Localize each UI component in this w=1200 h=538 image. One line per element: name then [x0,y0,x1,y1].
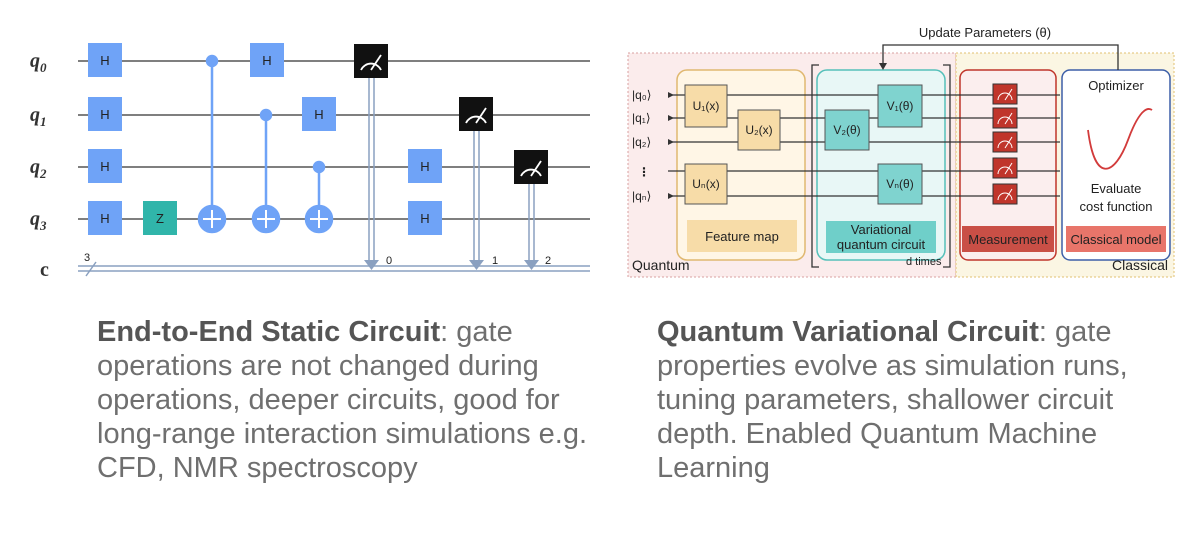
classical-slash [85,261,97,277]
vn-gate: Vₙ(θ) [877,163,923,205]
classical-model-box [1061,69,1171,261]
u2-gate: U₂(x) [737,109,781,151]
measure-gate: 2 [514,150,551,270]
svg-text:H: H [100,53,109,68]
cnot-gate [251,108,281,234]
update-arrow-head [879,63,887,70]
svg-text:Vₙ(θ): Vₙ(θ) [886,177,913,191]
qubit-wires [78,60,590,220]
svg-text:H: H [314,107,323,122]
ket-q0: |q₀⟩ [632,88,651,102]
static-circuit-diagram: 3 q0 q1 q2 q3 c H H H H Z H H [0,0,600,300]
evaluate-label-line2: cost function [1080,199,1153,214]
ket-ellipsis: ⋮ [638,165,650,179]
ket-q2: |q₂⟩ [632,135,651,149]
measure-gate: 0 [354,44,392,270]
vqc-bracket-left [811,64,819,268]
ket-q1: |q₁⟩ [632,111,651,125]
meter-icon [992,157,1018,179]
measurement-label-box [962,226,1054,252]
h-gate: H [250,43,284,77]
measure-gate: 1 [459,97,498,270]
u1-gate: U₁(x) [684,84,728,128]
cnot-gate [304,160,334,234]
h-gate: H [88,97,122,131]
update-parameters-label: Update Parameters (θ) [919,25,1051,40]
un-gate: Uₙ(x) [684,163,728,205]
classical-region-label: Classical [1112,257,1168,273]
cost-curve [1087,108,1153,170]
vqc-label-line2: quantum circuit [837,237,926,252]
svg-text:1: 1 [492,255,498,267]
evaluate-label-line1: Evaluate [1091,181,1142,196]
h-gate: H [88,201,122,235]
svg-text:V₁(θ): V₁(θ) [887,99,914,113]
variational-circuit-caption-title: Quantum Variational Circuit [657,316,1039,348]
classical-wire [78,265,590,272]
feature-map-label-box [687,220,797,252]
z-gate: Z [143,201,177,235]
meter-icon [992,107,1018,129]
variational-circuit-caption-text: : gate properties evolve as simulation r… [657,316,1128,484]
svg-text:Z: Z [156,211,164,226]
svg-text:H: H [100,211,109,226]
meter-icon [992,131,1018,153]
svg-text:H: H [100,159,109,174]
measure-meter-icons [992,83,1018,205]
svg-text:H: H [262,53,271,68]
meter-icon [992,183,1018,205]
qubit-label-q3: q3 [30,208,47,233]
vqc-bracket-right [943,64,951,268]
v1-gate: V₁(θ) [877,84,923,128]
update-arrow [882,44,1119,70]
variational-circuit-caption: Quantum Variational Circuit: gate proper… [657,315,1177,485]
input-arrowheads [668,92,674,199]
h-gate: H [408,149,442,183]
vqc-label-box [826,221,936,253]
svg-text:0: 0 [386,255,392,267]
svg-text:H: H [100,107,109,122]
svg-text:2: 2 [545,255,551,267]
svg-text:U₂(x): U₂(x) [745,123,772,137]
svg-text:V₂(θ): V₂(θ) [833,123,860,137]
variational-circuit-diagram: Feature map Variational quantum circuit … [600,0,1200,300]
svg-text:H: H [420,211,429,226]
h-gate: H [408,201,442,235]
qubit-label-q0: q0 [30,50,47,75]
static-circuit-caption-title: End-to-End Static Circuit [97,316,441,348]
h-gate: H [302,97,336,131]
meter-icon [992,83,1018,105]
qubit-label-q2: q2 [30,156,47,181]
classical-model-label-box [1066,226,1166,252]
measurement-label: Measurement [968,232,1048,247]
qubit-label-q1: q1 [30,104,47,129]
classical-label: c [40,259,49,281]
h-gate: H [88,149,122,183]
quantum-region-label: Quantum [632,257,690,273]
vqc-label-line1: Variational [851,222,912,237]
v2-gate: V₂(θ) [824,109,870,151]
d-times-label: d times [906,256,942,268]
ket-qn: |qₙ⟩ [632,189,651,203]
static-circuit-caption-text: : gate operations are not changed during… [97,316,588,484]
static-circuit-caption: End-to-End Static Circuit: gate operatio… [97,315,617,485]
svg-text:Uₙ(x): Uₙ(x) [692,177,719,191]
cnot-gate [197,54,227,234]
classical-count: 3 [84,252,90,264]
h-gate: H [88,43,122,77]
feature-map-label: Feature map [705,229,779,244]
svg-text:U₁(x): U₁(x) [693,99,720,113]
optimizer-label: Optimizer [1088,78,1144,93]
svg-text:H: H [420,159,429,174]
classical-model-label: Classical model [1070,232,1161,247]
